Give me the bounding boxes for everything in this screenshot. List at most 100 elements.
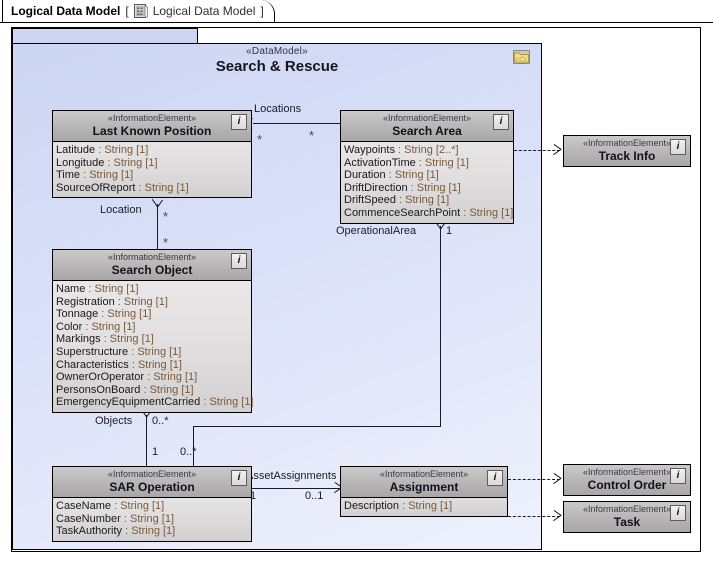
assoc-locations-line bbox=[253, 123, 343, 124]
attribute-row: Duration : String [1] bbox=[344, 169, 439, 182]
class-last-known-position[interactable]: «InformationElement» Last Known Position… bbox=[52, 110, 252, 199]
attribute-row: Characteristics : String [1] bbox=[56, 358, 182, 371]
package-stereotype: «DataModel» bbox=[246, 46, 308, 57]
assoc-objects-line bbox=[146, 415, 147, 467]
tab-title: Logical Data Model bbox=[11, 4, 121, 18]
attribute-row: Description : String [1] bbox=[344, 500, 453, 512]
assoc-operationalarea-drop bbox=[193, 426, 194, 466]
attribute-row: Longitude : String [1] bbox=[56, 156, 158, 169]
class-attributes: Waypoints : String [2..*] ActivationTime… bbox=[341, 142, 513, 223]
diagram-tab-strip: Logical Data Model [ Logical Data Model … bbox=[0, 0, 713, 23]
attribute-row: CaseNumber : String [1] bbox=[56, 512, 175, 525]
class-name: Search Object bbox=[111, 263, 193, 277]
class-stereotype: «InformationElement» bbox=[107, 113, 197, 123]
information-element-icon: i bbox=[493, 114, 509, 130]
assoc-location-target-mult: * bbox=[163, 209, 169, 224]
class-header: «InformationElement» Track Info i bbox=[564, 136, 690, 166]
tab-logical-data-model[interactable]: Logical Data Model [ Logical Data Model … bbox=[2, 0, 275, 22]
diagram-document-icon bbox=[133, 4, 148, 18]
attribute-row: PersonsOnBoard : String [1] bbox=[56, 383, 194, 396]
class-stereotype: «InformationElement» bbox=[582, 138, 672, 148]
class-header: «InformationElement» Search Object i bbox=[53, 250, 251, 281]
attribute-row: SourceOfReport : String [1] bbox=[56, 181, 189, 194]
package-title: Search & Rescue bbox=[215, 58, 339, 75]
class-stereotype: «InformationElement» bbox=[582, 504, 672, 514]
tab-subtitle: Logical Data Model bbox=[152, 4, 256, 18]
attribute-row: CommenceSearchPoint : String [1] bbox=[344, 206, 514, 219]
class-name: Last Known Position bbox=[92, 124, 212, 138]
class-header: «InformationElement» Control Order i bbox=[564, 465, 690, 495]
assoc-operationalarea-vline bbox=[440, 226, 441, 426]
class-header: «InformationElement» SAR Operation i bbox=[53, 467, 251, 498]
class-assignment[interactable]: «InformationElement» Assignment i Descri… bbox=[340, 466, 508, 517]
package-folder-icon bbox=[513, 50, 530, 64]
class-attributes: CaseName : String [1] CaseNumber : Strin… bbox=[53, 498, 251, 541]
class-stereotype: «InformationElement» bbox=[379, 469, 469, 479]
assoc-operationalarea-label: OperationalArea bbox=[336, 225, 417, 237]
class-name: Search Area bbox=[392, 124, 462, 138]
class-search-area[interactable]: «InformationElement» Search Area i Waypo… bbox=[340, 110, 514, 224]
assoc-location-arrowhead bbox=[151, 198, 163, 208]
class-stereotype: «InformationElement» bbox=[107, 252, 197, 262]
attribute-row: Superstructure : String [1] bbox=[56, 345, 182, 358]
assoc-assetassignments-line bbox=[248, 488, 340, 489]
class-header: «InformationElement» Search Area i bbox=[341, 111, 513, 142]
class-sar-operation[interactable]: «InformationElement» SAR Operation i Cas… bbox=[52, 466, 252, 542]
information-element-icon: i bbox=[231, 114, 247, 130]
attribute-row: Color : String [1] bbox=[56, 320, 136, 333]
class-track-info[interactable]: «InformationElement» Track Info i bbox=[563, 135, 691, 167]
class-attributes: Description : String [1] bbox=[341, 498, 507, 516]
attribute-row: ActivationTime : String [1] bbox=[344, 156, 469, 169]
assoc-objects-source-mult: 1 bbox=[152, 446, 159, 458]
attribute-row: EmergencyEquipmentCarried : String [1] bbox=[56, 396, 254, 409]
information-element-icon: i bbox=[487, 470, 503, 486]
assoc-operationalarea-source-mult: 0..* bbox=[180, 446, 197, 458]
information-element-icon: i bbox=[231, 253, 247, 269]
dependency-searcharea-trackinfo bbox=[514, 150, 560, 151]
assoc-location-line bbox=[157, 204, 158, 249]
class-name: SAR Operation bbox=[109, 480, 195, 494]
attribute-row: Registration : String [1] bbox=[56, 295, 168, 308]
dependency-controlorder-arrowhead bbox=[552, 473, 562, 485]
class-attributes: Name : String [1] Registration : String … bbox=[53, 281, 254, 412]
class-stereotype: «InformationElement» bbox=[382, 113, 472, 123]
assoc-locations-source-mult: * bbox=[257, 132, 263, 147]
assoc-objects-target-mult: 0..* bbox=[152, 415, 169, 427]
information-element-icon: i bbox=[670, 505, 686, 521]
attribute-row: CaseName : String [1] bbox=[56, 500, 165, 512]
attribute-row: DriftDirection : String [1] bbox=[344, 181, 461, 194]
attribute-row: Markings : String [1] bbox=[56, 333, 154, 346]
class-search-object[interactable]: «InformationElement» Search Object i Nam… bbox=[52, 249, 254, 413]
dependency-assignment-controlorder bbox=[508, 479, 560, 480]
assoc-locations-label: Locations bbox=[254, 103, 302, 115]
attribute-row: OwnerOrOperator : String [1] bbox=[56, 371, 198, 384]
attribute-row: Time : String [1] bbox=[56, 169, 134, 182]
assoc-assetassignments-target-mult: 0..1 bbox=[305, 490, 324, 502]
information-element-icon: i bbox=[670, 139, 686, 155]
assoc-operationalarea-target-mult: 1 bbox=[446, 225, 453, 237]
class-stereotype: «InformationElement» bbox=[107, 469, 197, 479]
attribute-row: Latitude : String [1] bbox=[56, 144, 149, 156]
class-stereotype: «InformationElement» bbox=[582, 467, 672, 477]
assoc-location-label: Location bbox=[100, 204, 142, 216]
tab-bracket-open: [ bbox=[125, 4, 129, 18]
class-header: «InformationElement» Task i bbox=[564, 502, 690, 532]
assoc-assetassignments-source-mult: 1 bbox=[250, 490, 257, 502]
dependency-trackinfo-arrowhead bbox=[552, 144, 562, 156]
information-element-icon: i bbox=[670, 468, 686, 484]
class-task[interactable]: «InformationElement» Task i bbox=[563, 501, 691, 533]
dependency-assignment-task bbox=[508, 516, 560, 517]
class-control-order[interactable]: «InformationElement» Control Order i bbox=[563, 464, 691, 496]
dependency-task-arrowhead bbox=[552, 510, 562, 522]
tab-bracket-close: ] bbox=[260, 4, 264, 18]
class-name: Track Info bbox=[598, 149, 656, 163]
class-header: «InformationElement» Last Known Position… bbox=[53, 111, 251, 142]
assoc-assetassignments-label: AssetAssignments bbox=[246, 470, 337, 482]
attribute-row: Waypoints : String [2..*] bbox=[344, 144, 459, 156]
attribute-row: DriftSpeed : String [1] bbox=[344, 194, 450, 207]
class-attributes: Latitude : String [1] Longitude : String… bbox=[53, 142, 251, 197]
assoc-locations-target-mult: * bbox=[309, 128, 315, 143]
assoc-location-source-mult: * bbox=[163, 235, 169, 250]
class-header: «InformationElement» Assignment i bbox=[341, 467, 507, 498]
